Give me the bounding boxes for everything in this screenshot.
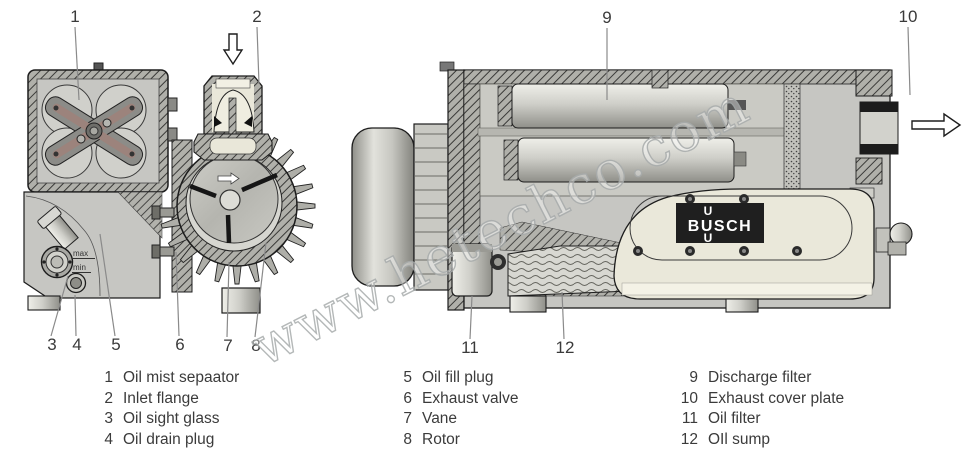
legend-item-number: 10: [680, 389, 698, 407]
legend-item: 7 Vane: [388, 409, 519, 430]
callout-numbers: 1 2 9 10 3 4 5 6 7 8 11 12: [47, 7, 917, 357]
legend-item-label: Rotor: [422, 430, 460, 448]
legend-item: 1 Oil mist sepaator: [89, 368, 239, 389]
legend-item-label: Vane: [422, 410, 458, 428]
legend-item-label: Inlet flange: [123, 389, 199, 407]
legend-item: 2 Inlet flange: [89, 389, 239, 410]
legend-item-label: Oil filter: [708, 410, 761, 428]
pump-foot: [509, 295, 547, 313]
discharge-filters: [497, 83, 747, 183]
callout-number-3: 3: [47, 335, 56, 354]
legend-item-label: Oil mist sepaator: [123, 369, 240, 386]
legend-item-label: Exhaust valve: [422, 389, 519, 407]
legend-item-number: 11: [681, 410, 698, 428]
legend-item: 12 OIl sump: [671, 430, 844, 451]
drain-elbow: [875, 222, 913, 256]
legend-item-label: Oil fill plug: [422, 369, 494, 386]
callout-number-5: 5: [111, 335, 120, 354]
legend-item-number: 9: [689, 369, 698, 386]
motor: [351, 123, 449, 291]
legend-item-number: 12: [680, 430, 698, 448]
callout-number-9: 9: [602, 8, 611, 27]
legend-item-label: Discharge filter: [708, 369, 812, 386]
callout-number-10: 10: [899, 7, 918, 26]
side-view-pump: U BUSCH U: [351, 61, 913, 313]
legend-item-number: 6: [403, 389, 412, 407]
front-view-oil-separator: [27, 62, 178, 193]
section-view-cylinder: [160, 75, 316, 314]
busch-logo-name: BUSCH: [688, 218, 752, 235]
legend-item-number: 4: [104, 430, 113, 448]
rotation-arrow-icon: [217, 172, 240, 185]
legend-item: 10 Exhaust cover plate: [671, 389, 844, 410]
callout-number-2: 2: [252, 7, 261, 26]
legend-column-1: 1 Oil mist sepaator 2 Inlet flange 3 Oil…: [89, 368, 239, 450]
legend-item-number: 2: [104, 389, 113, 407]
pump-foot: [725, 298, 759, 313]
legend-item-number: 7: [403, 410, 412, 428]
busch-logo: U BUSCH U: [676, 203, 764, 245]
oil-sight-glass: [40, 245, 74, 279]
gauge-min-label: min: [73, 263, 86, 272]
legend-item-number: 1: [104, 369, 113, 386]
oil-drain-plug: [65, 272, 87, 294]
sump-cover-plate: U BUSCH U: [613, 188, 875, 300]
plate-screws: [633, 194, 802, 256]
callout-number-8: 8: [251, 336, 260, 355]
legend-item: 5 Oil fill plug: [388, 368, 519, 389]
legend-column-2: 5 Oil fill plug 6 Exhaust valve 7 Vane 8…: [388, 368, 519, 451]
legend-item-label: Exhaust cover plate: [708, 389, 845, 407]
legend-column-3: 9 Discharge filter 10 Exhaust cover plat…: [671, 368, 844, 450]
vanes: [189, 172, 278, 244]
callout-number-1: 1: [70, 7, 79, 26]
legend-item-label: OIl sump: [708, 430, 771, 448]
leader-lines: [50, 26, 911, 340]
callout-number-11: 11: [461, 338, 479, 357]
pump-foot: [27, 295, 61, 311]
legend-item-label: Oil sight glass: [123, 410, 220, 428]
legend-item-label: Oil drain plug: [123, 430, 215, 448]
oil-fill-plug: [37, 206, 79, 251]
callout-number-7: 7: [223, 336, 232, 355]
callout-number-12: 12: [556, 338, 575, 357]
busch-logo-top-u: U: [704, 204, 713, 218]
legend-item: 3 Oil sight glass: [89, 409, 239, 430]
legend-item: 6 Exhaust valve: [388, 389, 519, 410]
legend-item: 4 Oil drain plug: [89, 430, 239, 451]
legend-item-number: 5: [403, 369, 412, 386]
legend-item: 11 Oil filter: [671, 409, 844, 430]
legend-item-number: 3: [104, 410, 113, 428]
separator-rotor-clover: [44, 96, 144, 166]
inlet-flange: [193, 75, 273, 161]
busch-logo-bottom-u: U: [704, 231, 713, 245]
legend-item: 9 Discharge filter: [671, 368, 844, 389]
callout-number-6: 6: [175, 335, 184, 354]
gauge-max-label: max: [73, 249, 88, 258]
legend-item-number: 8: [403, 430, 412, 448]
callout-number-4: 4: [72, 335, 81, 354]
legend-item: 8 Rotor: [388, 430, 519, 451]
exhaust-flow-arrow-icon: [911, 112, 962, 138]
inlet-flow-arrow-icon: [222, 33, 244, 66]
